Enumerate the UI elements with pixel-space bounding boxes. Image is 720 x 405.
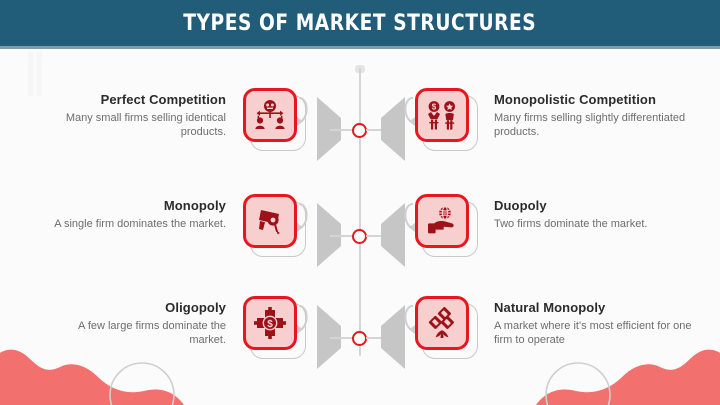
two-people-badges-icon: $ — [425, 98, 459, 132]
icon-tile-duopoly[interactable] — [415, 194, 478, 257]
tile-face — [243, 194, 297, 248]
funnel-right — [380, 94, 406, 169]
icon-tile-monopoly[interactable] — [243, 194, 306, 257]
connector-arrow-right — [396, 304, 416, 355]
funnel-left — [316, 302, 342, 377]
svg-text:$: $ — [432, 103, 437, 112]
left-text-block: Oligopoly A few large firms dominate the… — [40, 300, 226, 347]
item-description: Many firms selling slightly differentiat… — [494, 112, 686, 138]
row-monopoly: Monopoly A single firm dominates the mar… — [0, 194, 720, 278]
connector-arrow-left — [296, 202, 316, 253]
right-text-block: Monopolistic Competition Many firms sell… — [494, 92, 706, 139]
connector-arrow-left — [296, 96, 316, 147]
node-line-left — [330, 129, 354, 131]
item-title: Perfect Competition — [100, 92, 226, 107]
dollar-distribution-icon: $ — [253, 306, 287, 340]
competition-people-icon — [253, 98, 287, 132]
item-title: Natural Monopoly — [494, 300, 606, 315]
funnel-right — [380, 302, 406, 377]
node-line-right — [366, 337, 390, 339]
left-text-block: Monopoly A single firm dominates the mar… — [40, 198, 226, 231]
item-title: Monopoly — [163, 198, 226, 213]
svg-text:$: $ — [267, 319, 273, 330]
decorative-stripe — [28, 52, 42, 96]
center-node — [352, 331, 367, 346]
hand-globe-icon — [425, 204, 459, 238]
icon-tile-natural-monopoly[interactable] — [415, 296, 478, 359]
center-node — [352, 229, 367, 244]
right-text-block: Duopoly Two firms dominate the market. — [494, 198, 706, 231]
tile-face: $ — [243, 296, 297, 350]
tile-face — [243, 88, 297, 142]
item-title: Monopolistic Competition — [494, 92, 656, 107]
item-description: A few large firms dominate the market. — [78, 320, 226, 346]
connector-arrow-right — [396, 202, 416, 253]
node-line-left — [330, 235, 354, 237]
tile-face — [415, 296, 469, 350]
node-line-right — [366, 129, 390, 131]
tile-face — [415, 194, 469, 248]
row-perfect-competition: Perfect Competition Many small firms sel… — [0, 88, 720, 172]
icon-tile-monopolistic-competition[interactable]: $ — [415, 88, 478, 151]
item-description: Two firms dominate the market. — [494, 218, 648, 230]
header-underline — [0, 46, 720, 49]
left-text-block: Perfect Competition Many small firms sel… — [40, 92, 226, 139]
item-title: Duopoly — [494, 198, 547, 213]
funnel-left — [316, 200, 342, 275]
item-title: Oligopoly — [165, 300, 226, 315]
item-description: A market where it's most efficient for o… — [494, 320, 692, 346]
item-description: Many small firms selling identical produ… — [65, 112, 226, 138]
icon-tile-perfect-competition[interactable] — [243, 88, 306, 151]
connector-arrow-left — [296, 304, 316, 355]
item-description: A single firm dominates the market. — [54, 218, 226, 230]
connector-arrow-right — [396, 96, 416, 147]
icon-tile-oligopoly[interactable]: $ — [243, 296, 306, 359]
diamond-cluster-icon — [425, 306, 459, 340]
stamp-seal-icon — [253, 204, 287, 238]
funnel-right — [380, 200, 406, 275]
page-title: TYPES OF MARKET STRUCTURES — [183, 10, 537, 36]
node-line-left — [330, 337, 354, 339]
center-node — [352, 123, 367, 138]
slide-header: TYPES OF MARKET STRUCTURES — [0, 0, 720, 46]
row-oligopoly: Oligopoly A few large firms dominate the… — [0, 296, 720, 380]
right-text-block: Natural Monopoly A market where it's mos… — [494, 300, 706, 347]
funnel-left — [316, 94, 342, 169]
tile-face: $ — [415, 88, 469, 142]
center-spine-line — [359, 68, 361, 356]
node-line-right — [366, 235, 390, 237]
